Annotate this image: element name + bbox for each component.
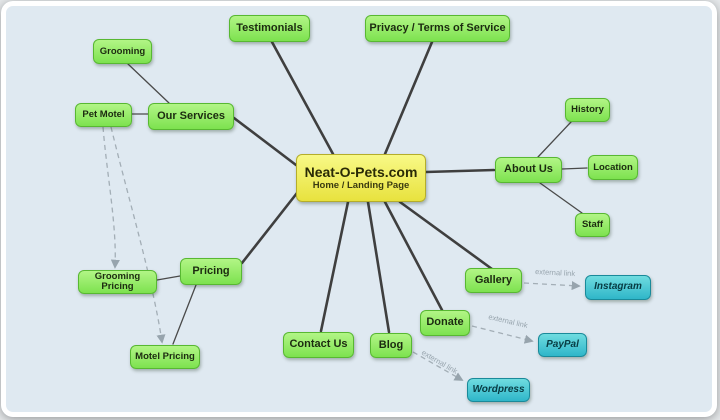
node-about-us[interactable]: About Us bbox=[495, 157, 562, 183]
node-location[interactable]: Location bbox=[588, 155, 638, 180]
node-donate[interactable]: Donate bbox=[420, 310, 470, 336]
external-arrow-blog-wordpress bbox=[412, 351, 464, 381]
node-grooming-pricing[interactable]: Grooming Pricing bbox=[78, 270, 157, 294]
node-instagram[interactable]: Instagram bbox=[585, 275, 651, 300]
node-motel-pricing[interactable]: Motel Pricing bbox=[130, 345, 200, 369]
node-contact-us[interactable]: Contact Us bbox=[283, 332, 354, 358]
node-grooming[interactable]: Grooming bbox=[93, 39, 152, 64]
node-pet-motel[interactable]: Pet Motel bbox=[75, 103, 132, 127]
external-link-label: external link bbox=[488, 312, 529, 330]
node-our-services[interactable]: Our Services bbox=[148, 103, 234, 130]
external-arrow-donate-paypal bbox=[471, 325, 534, 344]
node-wordpress[interactable]: Wordpress bbox=[467, 378, 530, 402]
node-staff[interactable]: Staff bbox=[575, 213, 610, 237]
dashed-relation-arrows bbox=[102, 126, 581, 381]
node-pricing[interactable]: Pricing bbox=[180, 258, 242, 285]
node-privacy-terms[interactable]: Privacy / Terms of Service bbox=[365, 15, 510, 42]
node-paypal[interactable]: PayPal bbox=[538, 333, 587, 357]
external-arrow-gallery-instagram bbox=[523, 281, 581, 291]
secondary-branches bbox=[127, 63, 588, 345]
site-title: Neat-O-Pets.com bbox=[304, 163, 418, 180]
relation-petmotel-groomingpricing bbox=[102, 126, 120, 269]
node-home[interactable]: Neat-O-Pets.com Home / Landing Page bbox=[296, 154, 426, 202]
primary-branches bbox=[232, 40, 496, 334]
external-link-label: external link bbox=[535, 267, 576, 278]
node-blog[interactable]: Blog bbox=[370, 333, 412, 358]
node-gallery[interactable]: Gallery bbox=[465, 268, 522, 293]
external-link-label: external link bbox=[420, 348, 459, 376]
site-subtitle: Home / Landing Page bbox=[312, 180, 410, 192]
node-history[interactable]: History bbox=[565, 98, 610, 122]
node-testimonials[interactable]: Testimonials bbox=[229, 15, 310, 42]
relation-petmotel-motelpricing bbox=[110, 126, 166, 344]
